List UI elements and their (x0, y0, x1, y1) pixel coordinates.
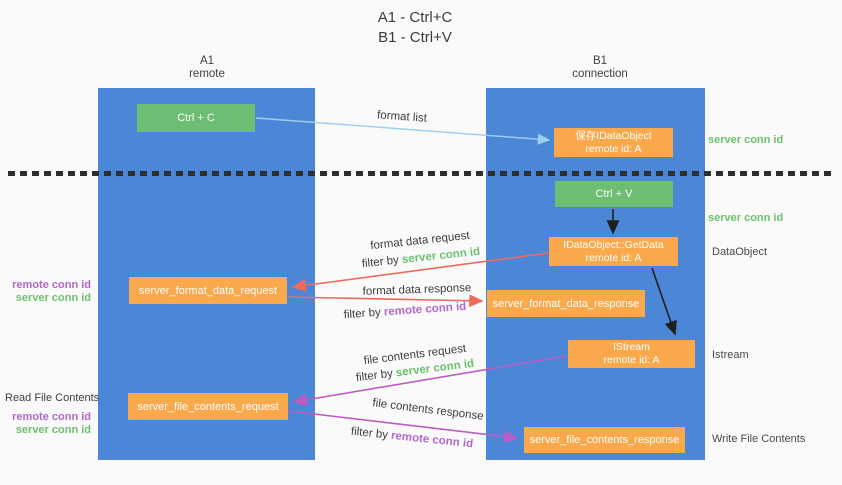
node-ctrl-v-label: Ctrl + V (595, 188, 633, 200)
side-istream: Istream (712, 349, 749, 361)
node-server-file-contents-response: server_file_contents_response (524, 427, 685, 453)
side-read-file-contents: Read File Contents (5, 392, 100, 404)
right-column-role: connection (572, 68, 628, 80)
node-istream-line2: remote id: A (603, 354, 660, 366)
label-file-contents-response: file contents response (371, 397, 485, 423)
side-remote-conn-id-2: remote conn id (12, 411, 91, 423)
node-idataobject-getdata-line2: remote id: A (585, 251, 642, 264)
side-remote-conn-id-1: remote conn id (12, 279, 91, 291)
side-server-conn-id-1: server conn id (15, 292, 91, 304)
node-server-format-data-request-label: server_format_data_request (138, 284, 278, 297)
label-format-list: format list (376, 109, 428, 125)
node-server-format-data-response: server_format_data_response (487, 290, 645, 317)
node-save-idataobject: 保存IDataObject remote id: A (554, 128, 673, 157)
label-filter-remote-2: filter by remote conn id (350, 426, 473, 451)
side-server-conn-id-2: server conn id (15, 424, 91, 436)
right-column-header: B1 connection (540, 55, 660, 81)
node-save-idataobject-line1: 保存IDataObject (575, 129, 652, 142)
phase-divider-dotted-line (8, 171, 834, 176)
node-server-format-data-request: server_format_data_request (129, 277, 287, 304)
arrow-format-data-response (287, 294, 484, 308)
node-server-format-data-response-label: server_format_data_response (492, 297, 640, 310)
node-ctrl-c-label: Ctrl + C (177, 112, 215, 124)
label-server-conn-id-text: server conn id (401, 245, 481, 266)
label-remote-conn-id-text: remote conn id (383, 300, 467, 319)
label-format-data-response: format data response (362, 282, 472, 298)
node-server-file-contents-request: server_file_contents_request (128, 393, 288, 420)
node-server-file-contents-request-label: server_file_contents_request (137, 400, 279, 413)
node-idataobject-getdata-line1: IDataObject::GetData (563, 238, 664, 251)
diagram-title: A1 - Ctrl+C B1 - Ctrl+V (330, 8, 500, 48)
label-filter-by-text: filter by (355, 367, 397, 385)
left-column-role: remote (189, 68, 225, 80)
side-write-file-contents: Write File Contents (712, 433, 806, 445)
left-column-name: A1 (199, 55, 215, 67)
label-filter-by-text: filter by (350, 425, 392, 442)
label-filter-by-text: filter by (343, 306, 385, 322)
title-line-1: A1 - Ctrl+C (377, 9, 453, 26)
node-istream-line1: IStream (613, 341, 650, 353)
label-filter-by-text: filter by (361, 254, 403, 271)
side-dataobject: DataObject (712, 246, 768, 258)
node-istream: IStream remote id: A (568, 340, 695, 368)
label-filter-remote-1: filter by remote conn id (343, 301, 466, 322)
node-ctrl-c: Ctrl + C (137, 104, 255, 132)
label-remote-conn-id-text: remote conn id (390, 429, 474, 451)
side-server-conn-id-top: server conn id (708, 134, 784, 146)
right-column-name: B1 (592, 55, 608, 67)
title-line-2: B1 - Ctrl+V (378, 29, 452, 46)
node-server-file-contents-response-label: server_file_contents_response (529, 434, 680, 446)
node-save-idataobject-line2: remote id: A (585, 142, 642, 155)
left-column-header: A1 remote (147, 55, 267, 81)
side-server-conn-id-mid: server conn id (708, 212, 784, 224)
node-idataobject-getdata: IDataObject::GetData remote id: A (549, 237, 678, 266)
node-ctrl-v: Ctrl + V (555, 181, 673, 207)
